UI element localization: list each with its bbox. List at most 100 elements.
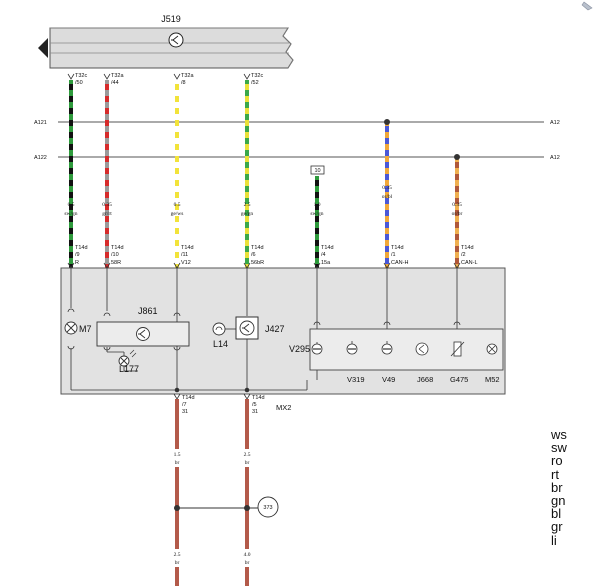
legend-item: ws xyxy=(551,427,567,442)
lamp-l14: L14 xyxy=(212,322,236,349)
svg-text:V49: V49 xyxy=(382,375,395,384)
svg-text:1.5: 1.5 xyxy=(174,452,181,458)
svg-text:/8: /8 xyxy=(181,80,186,86)
j427-transistor-icon xyxy=(239,320,255,336)
svg-text:V295: V295 xyxy=(289,344,310,354)
module-ground-junction-2 xyxy=(244,387,250,393)
svg-text:T32c: T32c xyxy=(251,73,263,79)
svg-text:/50: /50 xyxy=(75,80,83,86)
j668-transistor-icon xyxy=(415,342,429,356)
svg-text:0.5: 0.5 xyxy=(174,202,181,208)
ground-point-373: 373 xyxy=(257,496,279,518)
bus-a122-junction xyxy=(454,154,460,160)
svg-text:T14d: T14d xyxy=(182,395,195,401)
svg-text:br: br xyxy=(175,460,180,466)
legend-item: sw xyxy=(551,440,567,456)
svg-text:L177: L177 xyxy=(119,364,139,374)
ground-junction-right xyxy=(244,505,250,511)
j519-label: J519 xyxy=(161,14,181,24)
corner-arrow-icon[interactable] xyxy=(581,1,593,11)
relay-module-j861: J861 xyxy=(96,306,190,347)
wire-ge-gn xyxy=(245,80,249,268)
svg-text:sw/gn: sw/gn xyxy=(64,211,77,217)
left-triangle-icon xyxy=(38,38,48,58)
svg-text:31: 31 xyxy=(182,409,188,415)
svg-text:1.0: 1.0 xyxy=(314,202,321,208)
j861-transistor-icon xyxy=(136,327,150,341)
m52-lamp-icon xyxy=(486,343,498,355)
svg-text:T14d: T14d xyxy=(75,245,88,251)
legend-item: li xyxy=(551,532,557,548)
svg-text:/10: /10 xyxy=(111,252,119,258)
svg-text:/11: /11 xyxy=(181,252,188,258)
svg-text:M52: M52 xyxy=(485,375,500,384)
ground-wire-left xyxy=(175,399,179,586)
signal-wires xyxy=(69,80,460,268)
svg-text:/5: /5 xyxy=(252,402,257,408)
sub-module: V295 V319 V49 J668 G475 xyxy=(289,328,504,384)
bus-a122: A122 A12 xyxy=(34,155,560,161)
control-unit-j519: J519 xyxy=(38,14,294,69)
svg-text:T14d: T14d xyxy=(251,245,264,251)
svg-text:/7: /7 xyxy=(182,402,187,408)
svg-text:/9: /9 xyxy=(75,252,80,258)
svg-text:V319: V319 xyxy=(347,375,365,384)
svg-text:MX2: MX2 xyxy=(276,403,291,412)
bus-a121: A121 A12 xyxy=(34,120,560,126)
svg-text:/6: /6 xyxy=(251,252,256,258)
svg-text:T32a: T32a xyxy=(181,73,194,79)
ground-junction-left xyxy=(174,505,180,511)
svg-text:or/br: or/br xyxy=(452,211,463,217)
module-pin-labels: T14d /9 R T14d /10 58R T14d /11 V12 T14d… xyxy=(75,245,478,266)
svg-text:373: 373 xyxy=(263,505,272,511)
l14-lamp-icon xyxy=(212,322,226,336)
svg-text:T14d: T14d xyxy=(181,245,194,251)
svg-text:2.5: 2.5 xyxy=(174,552,181,558)
svg-text:A122: A122 xyxy=(34,155,47,161)
legend-item: gr xyxy=(551,519,563,535)
v49-motor-icon xyxy=(381,341,393,355)
legend-item: gn xyxy=(551,492,566,508)
wire-gr-rt xyxy=(105,80,109,268)
wire-sw-gn-1 xyxy=(69,80,73,268)
svg-text:sw/gn: sw/gn xyxy=(310,211,323,217)
svg-text:A121: A121 xyxy=(34,120,47,126)
svg-text:T32a: T32a xyxy=(111,73,124,79)
svg-text:ge/ws: ge/ws xyxy=(171,211,184,217)
legend-item: br xyxy=(551,479,563,495)
v295-motor-icon xyxy=(311,342,323,355)
top-connector-labels: T32c /50 T32a /44 T32a /8 T32c /52 xyxy=(75,73,263,86)
svg-text:br: br xyxy=(245,460,250,466)
wire-or-br xyxy=(455,157,459,268)
svg-text:2.5: 2.5 xyxy=(244,202,251,208)
svg-text:T14d: T14d xyxy=(391,245,404,251)
v319-motor-icon xyxy=(346,341,358,355)
svg-text:10: 10 xyxy=(314,168,320,174)
svg-text:CAN-H: CAN-H xyxy=(391,260,408,266)
svg-text:V12: V12 xyxy=(181,260,191,266)
svg-text:2.5: 2.5 xyxy=(244,452,251,458)
svg-text:J861: J861 xyxy=(138,306,158,316)
svg-text:or/bl: or/bl xyxy=(382,194,393,200)
svg-text:4.0: 4.0 xyxy=(244,552,251,558)
svg-text:0.35: 0.35 xyxy=(102,202,112,208)
svg-text:A12: A12 xyxy=(550,120,560,126)
svg-text:br: br xyxy=(175,560,180,566)
svg-text:/1: /1 xyxy=(391,252,396,258)
lamp-m7: M7 xyxy=(64,321,92,335)
module-ground-junction-1 xyxy=(174,387,180,393)
svg-text:T14d: T14d xyxy=(461,245,474,251)
wire-sw-gn-2 xyxy=(315,176,319,268)
svg-text:ge/gn: ge/gn xyxy=(241,211,253,217)
bottom-pins: T14d /7 31 T14d /5 31 MX2 xyxy=(173,393,291,415)
wire-labels: 0.5 sw/gn 0.35 gr/rt 0.5 ge/ws 2.5 ge/gn… xyxy=(64,185,462,217)
lamp-l177: L177 xyxy=(118,349,139,374)
svg-text:T14d: T14d xyxy=(252,395,265,401)
ground-wires: 1.5 br 2.5 br 2.5 br 4.0 br xyxy=(168,399,258,586)
svg-text:15a: 15a xyxy=(321,260,331,266)
fuse-10: 10 xyxy=(310,165,325,175)
svg-text:T14d: T14d xyxy=(321,245,334,251)
svg-text:T32c: T32c xyxy=(75,73,87,79)
svg-text:J427: J427 xyxy=(265,324,285,334)
